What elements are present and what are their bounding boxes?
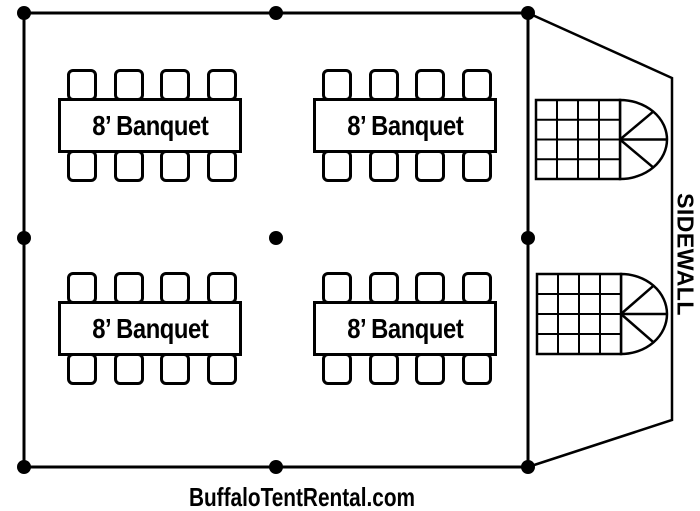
chair <box>207 353 237 385</box>
chair <box>207 150 237 182</box>
chair <box>322 272 352 304</box>
tent-pole <box>269 231 283 245</box>
chair <box>369 69 399 101</box>
chair <box>114 272 144 304</box>
tent-pole <box>521 460 535 474</box>
banquet-table-label: 8’ Banquet <box>91 312 209 344</box>
chair <box>322 69 352 101</box>
chair <box>160 150 190 182</box>
chair <box>207 272 237 304</box>
chair <box>462 150 492 182</box>
banquet-table-label: 8’ Banquet <box>91 109 209 141</box>
banquet-table: 8’ Banquet <box>313 98 497 153</box>
chair <box>415 272 445 304</box>
chair <box>369 272 399 304</box>
chair <box>462 272 492 304</box>
chair <box>160 69 190 101</box>
banquet-table: 8’ Banquet <box>58 301 242 356</box>
awning-outline <box>527 11 674 469</box>
chair <box>462 69 492 101</box>
chair <box>114 150 144 182</box>
banquet-table: 8’ Banquet <box>58 98 242 153</box>
tent-pole <box>17 6 31 20</box>
chair <box>67 150 97 182</box>
tent-pole <box>17 460 31 474</box>
tent-pole <box>17 231 31 245</box>
chair <box>415 150 445 182</box>
chair <box>322 353 352 385</box>
chair <box>67 69 97 101</box>
tent-pole <box>521 6 535 20</box>
chair <box>462 353 492 385</box>
banquet-table: 8’ Banquet <box>313 301 497 356</box>
banquet-table-label: 8’ Banquet <box>346 312 464 344</box>
buffet-fan-line <box>619 138 655 169</box>
chair <box>369 150 399 182</box>
chair <box>160 353 190 385</box>
chair <box>160 272 190 304</box>
chair <box>114 69 144 101</box>
brand-text: BuffaloTentRental.com <box>188 482 416 511</box>
chair <box>322 150 352 182</box>
tent-pole <box>269 6 283 20</box>
tent-pole <box>521 231 535 245</box>
chair <box>207 69 237 101</box>
chair <box>415 353 445 385</box>
chair <box>67 353 97 385</box>
buffet-fan-line <box>620 284 655 315</box>
chair <box>369 353 399 385</box>
buffet-fan-line <box>619 110 655 141</box>
banquet-table-label: 8’ Banquet <box>346 109 464 141</box>
chair <box>67 272 97 304</box>
sidewall-label: SIDEWALL <box>672 193 699 316</box>
chair <box>415 69 445 101</box>
buffet-fan-line <box>620 313 655 344</box>
tent-pole <box>269 460 283 474</box>
chair <box>114 353 144 385</box>
